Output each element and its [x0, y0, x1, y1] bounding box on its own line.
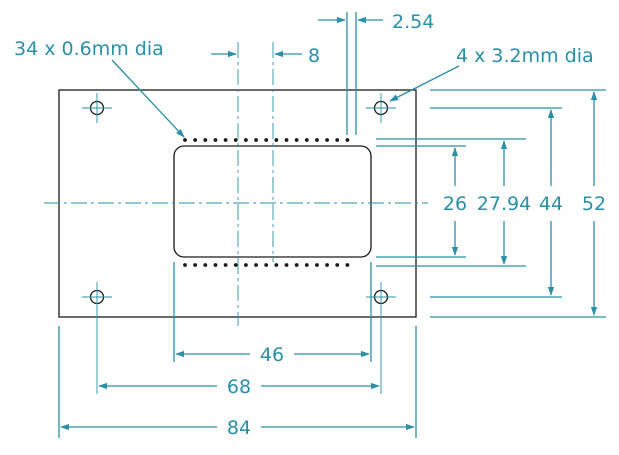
pin [304, 138, 309, 142]
board-outline [58, 89, 417, 318]
pin [244, 263, 248, 267]
pin [223, 138, 228, 142]
window-height-label: 26 [443, 193, 467, 215]
holes-callout: 4 x 3.2mm dia [456, 45, 594, 67]
pin [284, 138, 289, 142]
mounting-hole-bottom-left [82, 282, 112, 394]
board-height-label: 52 [582, 193, 606, 215]
pin [315, 263, 319, 267]
display-window [173, 145, 372, 258]
pin [233, 263, 238, 267]
pin [193, 263, 198, 267]
pin-offset-label: 8 [308, 45, 320, 67]
pin [183, 138, 187, 142]
pin [335, 263, 340, 267]
pin [244, 138, 248, 142]
pin-spacing-dimension: 2.54 [318, 11, 434, 135]
pin [345, 263, 350, 267]
pin [183, 263, 187, 267]
pin [335, 138, 340, 142]
pin [325, 263, 329, 267]
hole-vertical-spacing-label: 44 [539, 193, 563, 215]
pin [294, 263, 299, 267]
pins-callout: 34 x 0.6mm dia [14, 38, 164, 60]
board-width-label: 84 [227, 417, 251, 439]
pin [284, 263, 289, 267]
pin [294, 138, 299, 142]
pin [325, 138, 329, 142]
horizontal-dimensions: 46 68 84 [58, 262, 417, 439]
pins-leader: 34 x 0.6mm dia [14, 38, 185, 138]
pin [223, 263, 228, 267]
pin [254, 263, 258, 267]
pin [264, 138, 269, 142]
pin [213, 263, 218, 267]
pin [213, 138, 218, 142]
pin-row-top [183, 138, 350, 142]
pin-offset-dimension: 8 [211, 45, 320, 67]
pin-spacing-label: 2.54 [392, 11, 434, 33]
vertical-dimensions: 26 27.94 44 52 [376, 89, 606, 318]
pin [274, 138, 279, 142]
mounting-hole-top-right [366, 93, 396, 123]
mounting-hole-top-left [82, 93, 112, 123]
holes-leader: 4 x 3.2mm dia [389, 45, 594, 102]
window-width-label: 46 [260, 344, 284, 366]
pin [304, 263, 309, 267]
pin [203, 138, 208, 142]
pin [203, 263, 208, 267]
pin [264, 263, 269, 267]
pin [315, 138, 319, 142]
pin [193, 138, 198, 142]
pin [345, 138, 350, 142]
pin-row-spacing-label: 27.94 [477, 193, 531, 215]
pin [254, 138, 258, 142]
pin [274, 263, 279, 267]
hole-horizontal-spacing-label: 68 [227, 376, 251, 398]
pin [233, 138, 238, 142]
pin-row-bottom [183, 263, 350, 267]
